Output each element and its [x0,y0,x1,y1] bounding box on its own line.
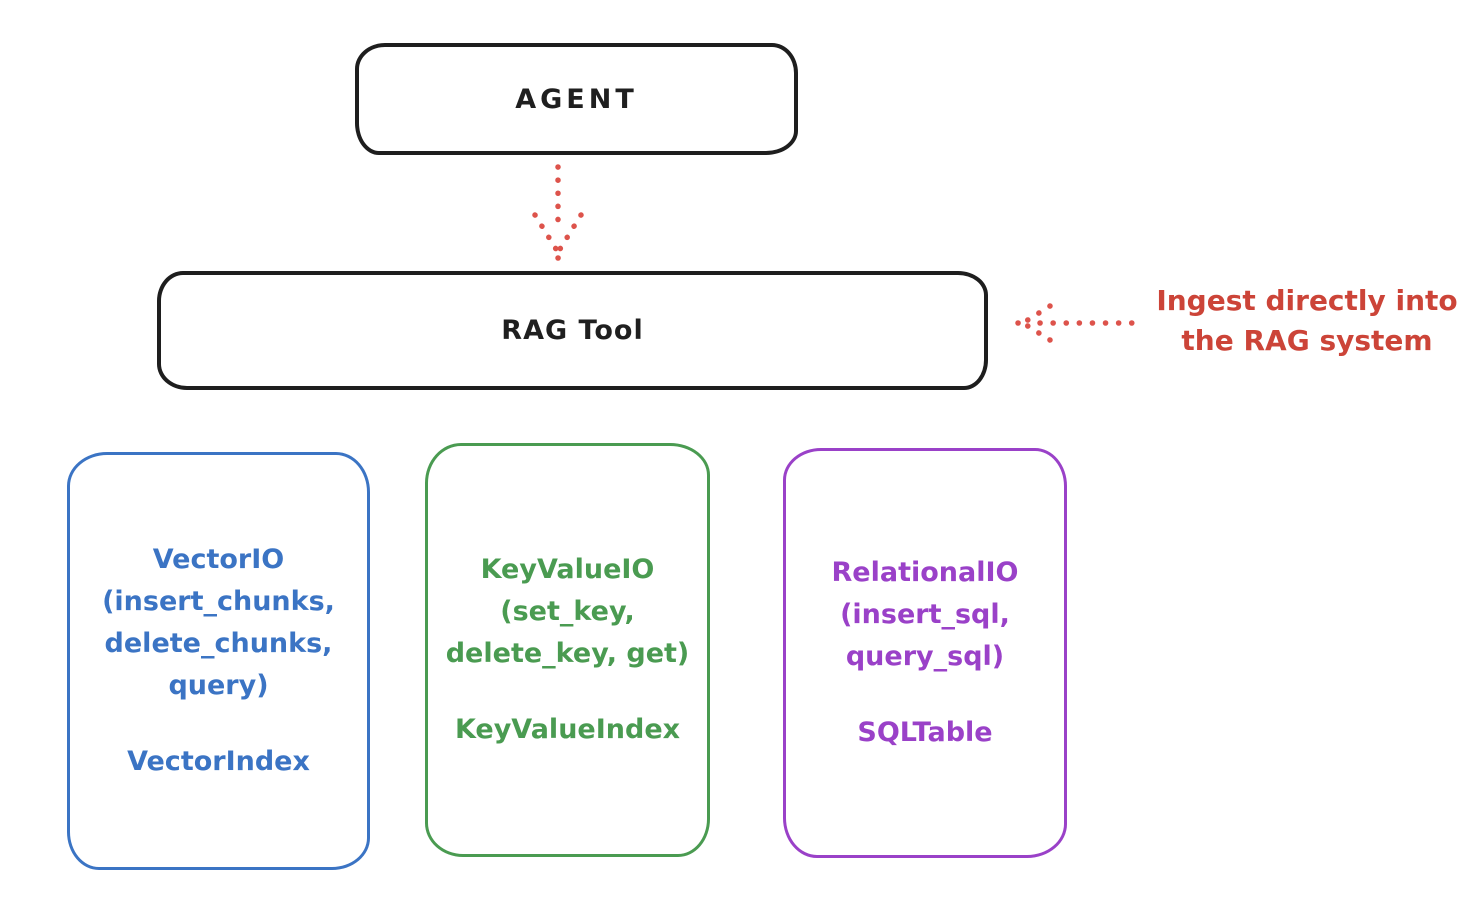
relational-io-line: RelationalIO [831,557,1019,588]
backend-relational-io-node: RelationalIO (insert_sql, query_sql) SQL… [783,448,1067,858]
relational-io-line: query_sql) [845,641,1005,672]
annotation-line-2: the RAG system [1181,324,1433,357]
keyvalue-io-line: KeyValueIO [480,554,655,585]
keyvalue-io-line: (set_key, [500,596,635,627]
rag-tool-label: RAG Tool [501,315,644,346]
vector-io-line: query) [168,670,269,701]
relational-io-line: (insert_sql, [840,599,1010,630]
agent-label: AGENT [515,83,638,115]
keyvalue-index-label: KeyValueIndex [454,714,681,745]
backend-keyvalue-io-node: KeyValueIO (set_key, delete_key, get) Ke… [425,443,710,857]
rag-tool-node: RAG Tool [157,271,988,390]
sql-table-label: SQLTable [857,717,993,748]
annotation-line-1: Ingest directly into [1156,284,1458,317]
backend-vector-io-node: VectorIO (insert_chunks, delete_chunks, … [67,452,370,870]
vector-io-line: VectorIO [152,544,285,575]
relational-io-signature: RelationalIO (insert_sql, query_sql) [832,552,1019,678]
vector-io-signature: VectorIO (insert_chunks, delete_chunks, … [102,539,335,707]
vector-index-label: VectorIndex [127,746,310,777]
keyvalue-io-line: delete_key, get) [445,638,690,669]
annotation-ingest: Ingest directly into the RAG system [1133,281,1481,361]
dotted-arrow-down-icon [532,164,584,261]
vector-io-line: (insert_chunks, [102,586,335,617]
agent-node: AGENT [355,43,798,155]
keyvalue-io-signature: KeyValueIO (set_key, delete_key, get) [446,549,690,675]
dotted-arrow-left-icon [1015,303,1139,343]
vector-io-line: delete_chunks, [104,628,333,659]
